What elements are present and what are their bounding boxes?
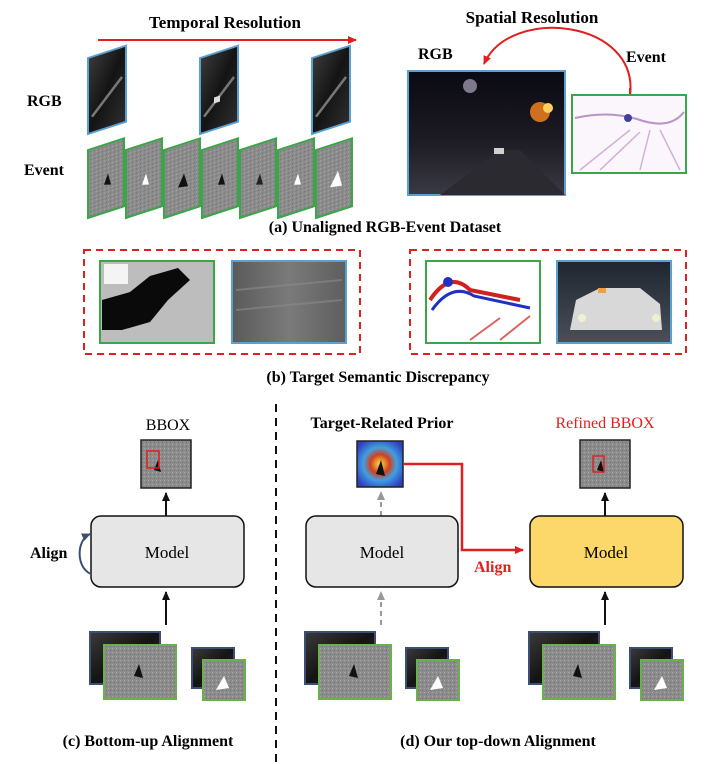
target-related-prior-label: Target-Related Prior — [311, 415, 454, 432]
panel-b: (b) Target Semantic Discrepancy — [83, 249, 687, 386]
model-label-d-right: Model — [584, 543, 629, 562]
panel-c: BBOX Model Align (c) Bottom-up Alignment — [30, 417, 246, 750]
input-stack-d-left — [304, 631, 460, 701]
input-stack-c — [89, 631, 246, 701]
event-frame — [277, 136, 315, 220]
model-label-d-left: Model — [360, 543, 405, 562]
event-frame — [239, 136, 277, 220]
rgb-frame-2 — [199, 44, 239, 136]
spatial-label-event: Event — [626, 49, 667, 66]
event-frame — [315, 136, 353, 220]
discrepancy-box-left — [83, 249, 361, 355]
caption-b: (b) Target Semantic Discrepancy — [266, 369, 489, 386]
model-box-d-right — [529, 515, 684, 588]
refined-bbox-thumbnail — [579, 439, 631, 489]
align-label-c: Align — [30, 545, 67, 562]
panel-d: Target-Related Prior Model Align Refined… — [304, 415, 684, 750]
spatial-curved-arrow — [483, 26, 632, 97]
event-zoom-right — [425, 260, 541, 344]
event-frames — [87, 136, 353, 220]
panel-a: Temporal Resolution RGB Event — [24, 8, 687, 236]
input-stack-d-right — [528, 631, 684, 701]
caption-a: (a) Unaligned RGB-Event Dataset — [269, 219, 502, 236]
rgb-frame-1 — [87, 44, 127, 136]
align-label-d: Align — [474, 559, 511, 576]
rgb-night-image — [407, 70, 566, 196]
model-box-d-left — [305, 515, 459, 588]
bbox-rect — [146, 450, 160, 469]
event-frame — [201, 136, 239, 220]
spatial-resolution-title: Spatial Resolution — [466, 8, 599, 27]
caption-d: (d) Our top-down Alignment — [400, 733, 596, 750]
model-label-c: Model — [145, 543, 190, 562]
discrepancy-box-right — [409, 249, 687, 355]
bbox-label: BBOX — [146, 417, 191, 434]
event-frame — [87, 136, 125, 220]
event-frame — [163, 136, 201, 220]
model-box-c — [90, 515, 245, 588]
caption-c: (c) Bottom-up Alignment — [63, 733, 234, 750]
bbox-output-thumbnail — [140, 439, 192, 489]
event-spatial-image — [571, 94, 687, 174]
refined-bbox-rect — [592, 455, 605, 473]
row-label-rgb: RGB — [27, 93, 62, 110]
event-frame — [125, 136, 163, 220]
rgb-zoom-left — [231, 260, 347, 344]
rgb-zoom-right — [556, 260, 672, 344]
refined-bbox-label: Refined BBOX — [555, 415, 655, 432]
spatial-label-rgb: RGB — [418, 46, 453, 63]
align-path-red — [404, 462, 524, 554]
align-loop-arrow — [78, 533, 92, 575]
rgb-frame-3 — [311, 44, 351, 136]
row-label-event: Event — [24, 162, 65, 179]
prior-heatmap-thumbnail — [356, 440, 404, 488]
event-zoom-left — [99, 260, 215, 344]
temporal-resolution-title: Temporal Resolution — [149, 13, 301, 32]
